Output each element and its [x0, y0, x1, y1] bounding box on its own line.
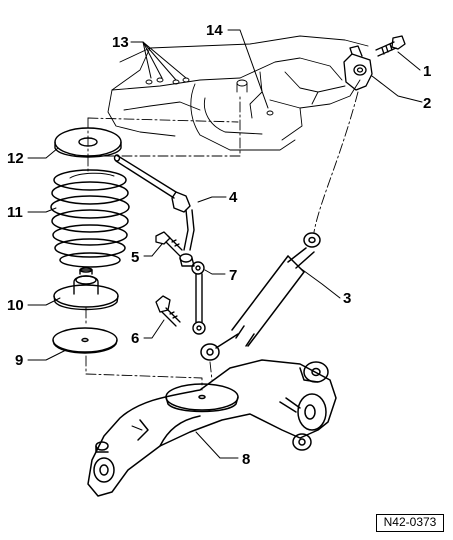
callout-14: 14 — [206, 22, 223, 39]
stabilizer-bar-4 — [113, 154, 195, 267]
vehicle-body-floor — [107, 35, 369, 151]
figure-reference-code: N42-0373 — [376, 514, 444, 532]
assembly-centerlines — [85, 91, 359, 391]
callout-6: 6 — [131, 330, 139, 347]
callout-labels: 1 2 3 4 5 6 7 8 9 10 11 12 13 14 — [7, 22, 431, 468]
callout-2: 2 — [423, 95, 431, 112]
bolt-5 — [155, 231, 183, 257]
coil-spring-11 — [50, 169, 130, 268]
callout-1: 1 — [423, 63, 431, 80]
stabilizer-link-7 — [191, 261, 206, 335]
shock-absorber-3 — [200, 232, 321, 361]
bump-stop-seat-10 — [53, 267, 119, 311]
callout-5: 5 — [131, 249, 139, 266]
callout-3: 3 — [343, 290, 351, 307]
bolt-6 — [155, 295, 181, 327]
callout-13: 13 — [112, 34, 129, 51]
callout-10: 10 — [7, 297, 24, 314]
leader-lines — [27, 29, 423, 459]
callout-8: 8 — [242, 451, 250, 468]
hex-bolt-1 — [375, 35, 406, 57]
mounting-bracket-2 — [343, 45, 373, 91]
lower-control-arm-8 — [87, 359, 337, 497]
callout-7: 7 — [229, 267, 237, 284]
isolator-pad-9 — [52, 327, 118, 354]
callout-4: 4 — [229, 189, 238, 206]
callout-9: 9 — [15, 352, 23, 369]
callout-11: 11 — [7, 204, 23, 221]
callout-12: 12 — [7, 150, 24, 167]
